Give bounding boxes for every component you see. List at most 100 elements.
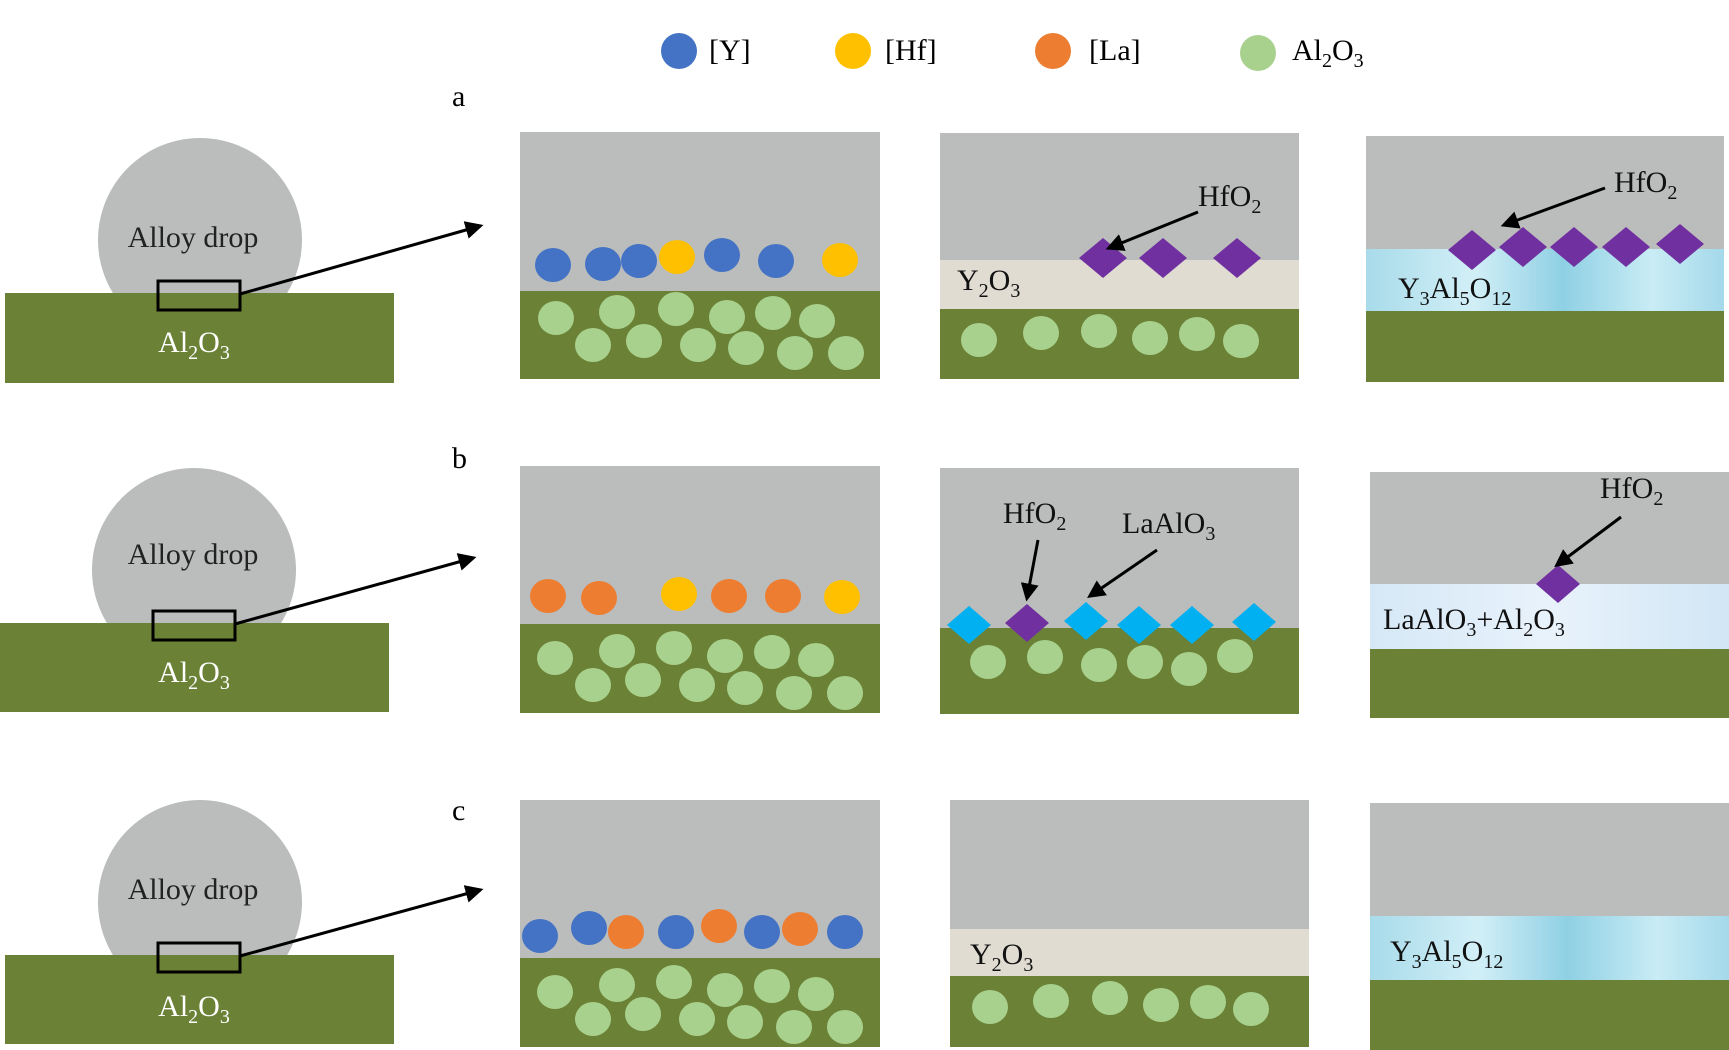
legend: [Y] [Hf] [La] Al2O3 [661, 33, 1364, 72]
callout-arrow [1105, 210, 1199, 251]
row-b: b Alloy drop Al2O3 [0, 442, 1729, 718]
y2o3-layer-label: Y2O3 [970, 938, 1033, 976]
panel-final: LaAlO3+Al2O3 HfO2 [1370, 472, 1729, 718]
al2o3-particle [1023, 316, 1059, 350]
hfo2-particle [1499, 227, 1547, 267]
particles [537, 965, 863, 1044]
hfo2-particle [1550, 227, 1598, 267]
melt-region [520, 466, 880, 625]
row-letter: b [452, 442, 467, 475]
hfo2-diamonds [1079, 238, 1261, 278]
al2o3-particle [798, 643, 834, 677]
al2o3-particle [599, 295, 635, 329]
y-atom [522, 919, 558, 953]
al2o3-particle [828, 336, 864, 370]
al2o3-particle [776, 1010, 812, 1044]
hf-atom-swatch [835, 33, 871, 69]
yag-layer [1370, 916, 1729, 981]
particles [537, 631, 863, 710]
al2o3-particle [754, 969, 790, 1003]
al2o3-particle [728, 331, 764, 365]
y2o3-layer [950, 929, 1309, 977]
al2o3-particle [972, 990, 1008, 1024]
y2o3-layer-label: Y2O3 [957, 264, 1020, 302]
laalo3-particle [1064, 602, 1108, 640]
al2o3-particle [599, 968, 635, 1002]
hfo2-particle [1656, 224, 1704, 264]
interface-box [151, 609, 237, 642]
drop-scene: Alloy drop Al2O3 [5, 138, 484, 383]
y-atom [704, 238, 740, 272]
al2o3-particle [1033, 984, 1069, 1018]
legend-item-hf: [Hf] [835, 33, 937, 69]
hf-atom [659, 240, 695, 274]
panel-initial [520, 800, 880, 1047]
laalo3-diamonds [947, 602, 1276, 644]
y-atom [827, 915, 863, 949]
hfo2-particle [1139, 238, 1187, 278]
hfo2-particle [1005, 604, 1049, 642]
hf-atom [661, 577, 697, 611]
substrate-label: Al2O3 [158, 990, 230, 1028]
al2o3-particle [1190, 985, 1226, 1019]
al2o3-particle [656, 965, 692, 999]
drop-scene: Alloy drop Al2O3 [0, 468, 477, 712]
al2o3-particle [575, 328, 611, 362]
laalo3-callout: LaAlO3 [1122, 507, 1215, 545]
drop-scene: Alloy drop Al2O3 [5, 800, 484, 1044]
drop-label: Alloy drop [128, 538, 259, 571]
al2o3-particle [538, 301, 574, 335]
panel-intermediate: Y2O3 [950, 800, 1309, 1047]
al2o3-particle [754, 635, 790, 669]
al2o3-particle [755, 296, 791, 330]
zoom-arrow [234, 553, 477, 626]
hf-atom [822, 243, 858, 277]
al2o3-particle [799, 304, 835, 338]
al2o3-particle [827, 676, 863, 710]
zoom-arrow [239, 221, 484, 296]
al2o3-particle [707, 973, 743, 1007]
particles [970, 639, 1253, 686]
yag-layer-label: Y3Al5O12 [1398, 272, 1511, 310]
row-letter: c [452, 794, 465, 827]
panel-intermediate: Y2O3 HfO2 [940, 133, 1299, 379]
legend-item-al2o3: Al2O3 [1240, 34, 1364, 72]
hf-atom [824, 580, 860, 614]
al2o3-particle [776, 676, 812, 710]
laalo3-particle [1232, 603, 1276, 641]
al2o3-particle [1143, 988, 1179, 1022]
hfo2-callout: HfO2 [1614, 166, 1677, 204]
y-atom-swatch [661, 33, 697, 69]
substrate [1366, 311, 1724, 382]
substrate [1370, 980, 1729, 1050]
al2o3-particle [1081, 648, 1117, 682]
hfo2-particle [1536, 565, 1580, 603]
solute-atoms [535, 238, 858, 282]
y-atom [658, 915, 694, 949]
al2o3-particle [626, 324, 662, 358]
al2o3-particle [970, 645, 1006, 679]
row-letter: a [452, 80, 465, 113]
al2o3-particle [1217, 639, 1253, 673]
substrate [0, 623, 389, 712]
legend-item-y: [Y] [661, 33, 751, 69]
al2o3-particle-swatch [1240, 35, 1276, 71]
hfo2-callout: HfO2 [1600, 472, 1663, 510]
hfo2-callout: HfO2 [1003, 497, 1066, 535]
panel-final: Y3Al5O12 HfO2 [1366, 136, 1724, 382]
al2o3-particle [680, 328, 716, 362]
al2o3-particle [679, 668, 715, 702]
al2o3-particle [658, 292, 694, 326]
substrate-label: Al2O3 [158, 326, 230, 364]
al2o3-particle [575, 1002, 611, 1036]
y-atom [621, 244, 657, 278]
callout-arrow [1500, 186, 1606, 229]
laalo3-al2o3-layer-label: LaAlO3+Al2O3 [1383, 603, 1565, 641]
al2o3-particle [537, 641, 573, 675]
al2o3-particle [656, 631, 692, 665]
callout-arrow [1554, 515, 1622, 568]
y-atom [571, 911, 607, 945]
melt-region [520, 132, 880, 292]
melt-region [1370, 803, 1729, 917]
